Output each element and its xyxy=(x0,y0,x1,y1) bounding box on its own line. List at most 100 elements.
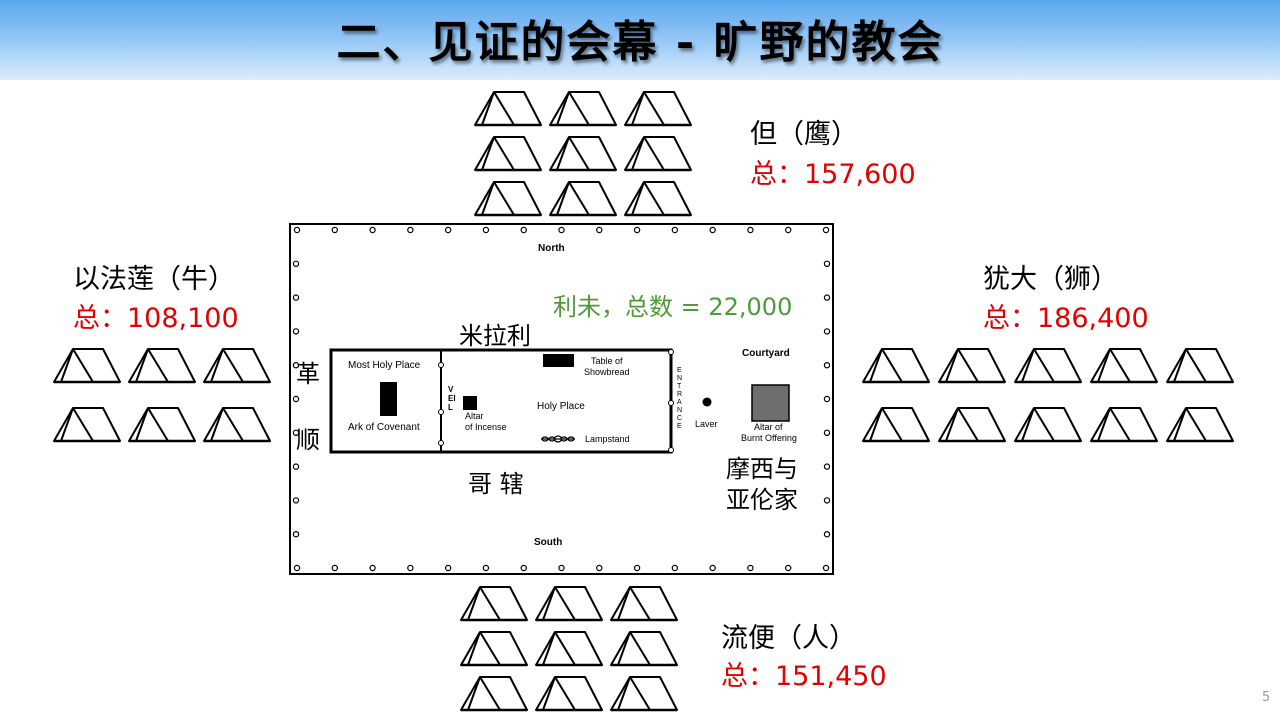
fence-post xyxy=(331,226,338,234)
south-tent-group xyxy=(460,585,678,712)
fence-post xyxy=(633,226,641,234)
fence-post xyxy=(293,226,301,234)
fence-post xyxy=(520,564,527,572)
altar-incense-label-2: of Incense xyxy=(465,422,507,432)
tent-icon xyxy=(474,180,542,217)
fence-post xyxy=(785,564,792,572)
lampstand-label: Lampstand xyxy=(585,434,630,444)
altar-burnt-label-2: Burnt Offering xyxy=(741,433,797,443)
tent-icon xyxy=(474,90,542,127)
fence-post xyxy=(369,226,376,234)
tent-icon xyxy=(862,347,930,384)
fence-post xyxy=(369,564,376,572)
tent-icon xyxy=(460,675,528,712)
merari-label: 米拉利 xyxy=(459,322,531,350)
fence-post xyxy=(823,463,831,470)
east-tribe-label: 犹大（狮） xyxy=(983,264,1118,295)
fence-post xyxy=(407,226,414,234)
west-tribe-label: 以法莲（牛） xyxy=(73,264,235,295)
fence-post xyxy=(822,564,830,572)
tent-icon xyxy=(938,347,1006,384)
tent-icon xyxy=(610,585,678,622)
tabernacle-courtyard: North South Courtyard Most Holy Place Ar… xyxy=(289,223,834,575)
gershon-label-1: 革 xyxy=(296,360,320,388)
most-holy-place-label: Most Holy Place xyxy=(348,360,421,371)
slide-title: 二、见证的会幕 - 旷野的教会 xyxy=(336,17,944,68)
north-tribe-total: 总：157,600 xyxy=(750,159,916,190)
tent-icon xyxy=(1014,347,1082,384)
tent-icon xyxy=(1166,347,1234,384)
veil-label: VEIL xyxy=(448,385,456,412)
fence-post xyxy=(292,531,300,538)
levi-total: 利未，总数 = 22,000 xyxy=(553,293,793,321)
tent-icon xyxy=(128,347,196,384)
fence-post xyxy=(292,260,300,268)
holy-place-label: Holy Place xyxy=(537,401,585,412)
table-label-2: Showbread xyxy=(584,367,630,377)
veil-ring xyxy=(438,440,444,446)
tent-icon xyxy=(128,406,196,443)
courtyard-drawing xyxy=(292,226,831,572)
fence-post xyxy=(444,226,452,234)
fence-post xyxy=(292,497,300,504)
east-tent-group xyxy=(862,347,1234,443)
fence-post xyxy=(823,497,831,504)
tent-icon xyxy=(624,90,692,127)
south-label: South xyxy=(534,537,563,548)
tent-icon xyxy=(549,90,617,127)
entrance-label: ENTRANCE xyxy=(677,367,683,430)
tent-icon xyxy=(1166,406,1234,443)
south-tribe-total: 总：151,450 xyxy=(721,661,887,692)
table-of-showbread-shape xyxy=(543,354,574,367)
fence-post xyxy=(292,395,300,403)
fence-post xyxy=(558,564,565,572)
fence-post xyxy=(482,564,490,572)
fence-post xyxy=(823,260,831,268)
moses-aaron-label-1: 摩西与 xyxy=(726,455,798,483)
lampstand-shape xyxy=(541,435,575,443)
veil-ring xyxy=(438,409,444,415)
fence-post xyxy=(785,226,792,234)
altar-of-incense-shape xyxy=(463,396,477,410)
tent-icon xyxy=(610,675,678,712)
tent-icon xyxy=(535,675,603,712)
fence-post xyxy=(823,361,831,369)
fence-post xyxy=(444,564,452,572)
fence-post xyxy=(520,226,527,234)
north-label: North xyxy=(538,243,565,254)
title-banner xyxy=(0,0,1280,80)
fence-post xyxy=(293,564,301,572)
tent-icon xyxy=(1090,406,1158,443)
tent-icon xyxy=(549,135,617,172)
north-tent-group xyxy=(474,90,692,217)
ark-of-covenant-shape xyxy=(380,382,397,416)
altar-of-burnt-offering-shape xyxy=(751,384,790,422)
tent-icon xyxy=(535,630,603,667)
east-tribe-total: 总：186,400 xyxy=(983,303,1149,334)
veil-ring xyxy=(438,362,444,368)
south-tribe-label: 流便（人） xyxy=(721,623,856,654)
ark-label: Ark of Covenant xyxy=(348,422,420,433)
fence-post xyxy=(331,564,338,572)
west-tribe-total: 总：108,100 xyxy=(73,303,239,334)
tent-icon xyxy=(1090,347,1158,384)
tent-icon xyxy=(624,135,692,172)
fence-post xyxy=(709,226,716,234)
tent-icon xyxy=(474,135,542,172)
tent-icon xyxy=(1014,406,1082,443)
fence-post xyxy=(558,226,565,234)
fence-post xyxy=(709,564,716,572)
tent-icon xyxy=(203,406,271,443)
altar-burnt-label-1: Altar of xyxy=(754,422,783,432)
courtyard-posts xyxy=(292,226,831,572)
fence-post xyxy=(823,531,831,538)
fence-post xyxy=(292,429,300,436)
laver-label: Laver xyxy=(695,419,718,429)
table-label-1: Table of xyxy=(591,356,623,366)
fence-post xyxy=(822,226,830,234)
fence-post xyxy=(747,564,754,572)
tent-icon xyxy=(53,406,121,443)
west-tent-group xyxy=(53,347,271,443)
tent-icon xyxy=(535,585,603,622)
tent-icon xyxy=(938,406,1006,443)
